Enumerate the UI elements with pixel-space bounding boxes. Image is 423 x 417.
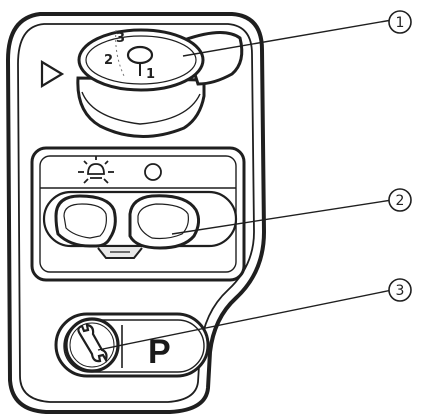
callout-1: 1 (388, 10, 412, 34)
wrench-button[interactable] (64, 317, 120, 373)
rocker-left-pad (54, 194, 117, 248)
dial-position-1: 1 (146, 67, 155, 82)
circle-off-icon (144, 163, 162, 181)
callout-2: 2 (388, 188, 412, 212)
wrench-icon (77, 323, 108, 363)
play-triangle-icon (40, 60, 65, 88)
dial-position-3: 3 (116, 31, 125, 46)
callout-3-number: 3 (396, 283, 405, 299)
callout-2-number: 2 (396, 193, 405, 209)
light-rocker-switch[interactable] (42, 190, 238, 259)
dial-position-2: 2 (104, 53, 113, 68)
callout-3: 3 (388, 278, 412, 302)
sun-light-icon (78, 156, 114, 184)
rotary-dial[interactable]: 3 2 1 (76, 28, 244, 138)
callout-1-number: 1 (396, 15, 405, 31)
parking-button[interactable]: P (148, 333, 171, 371)
callout-leaders (97, 19, 393, 351)
